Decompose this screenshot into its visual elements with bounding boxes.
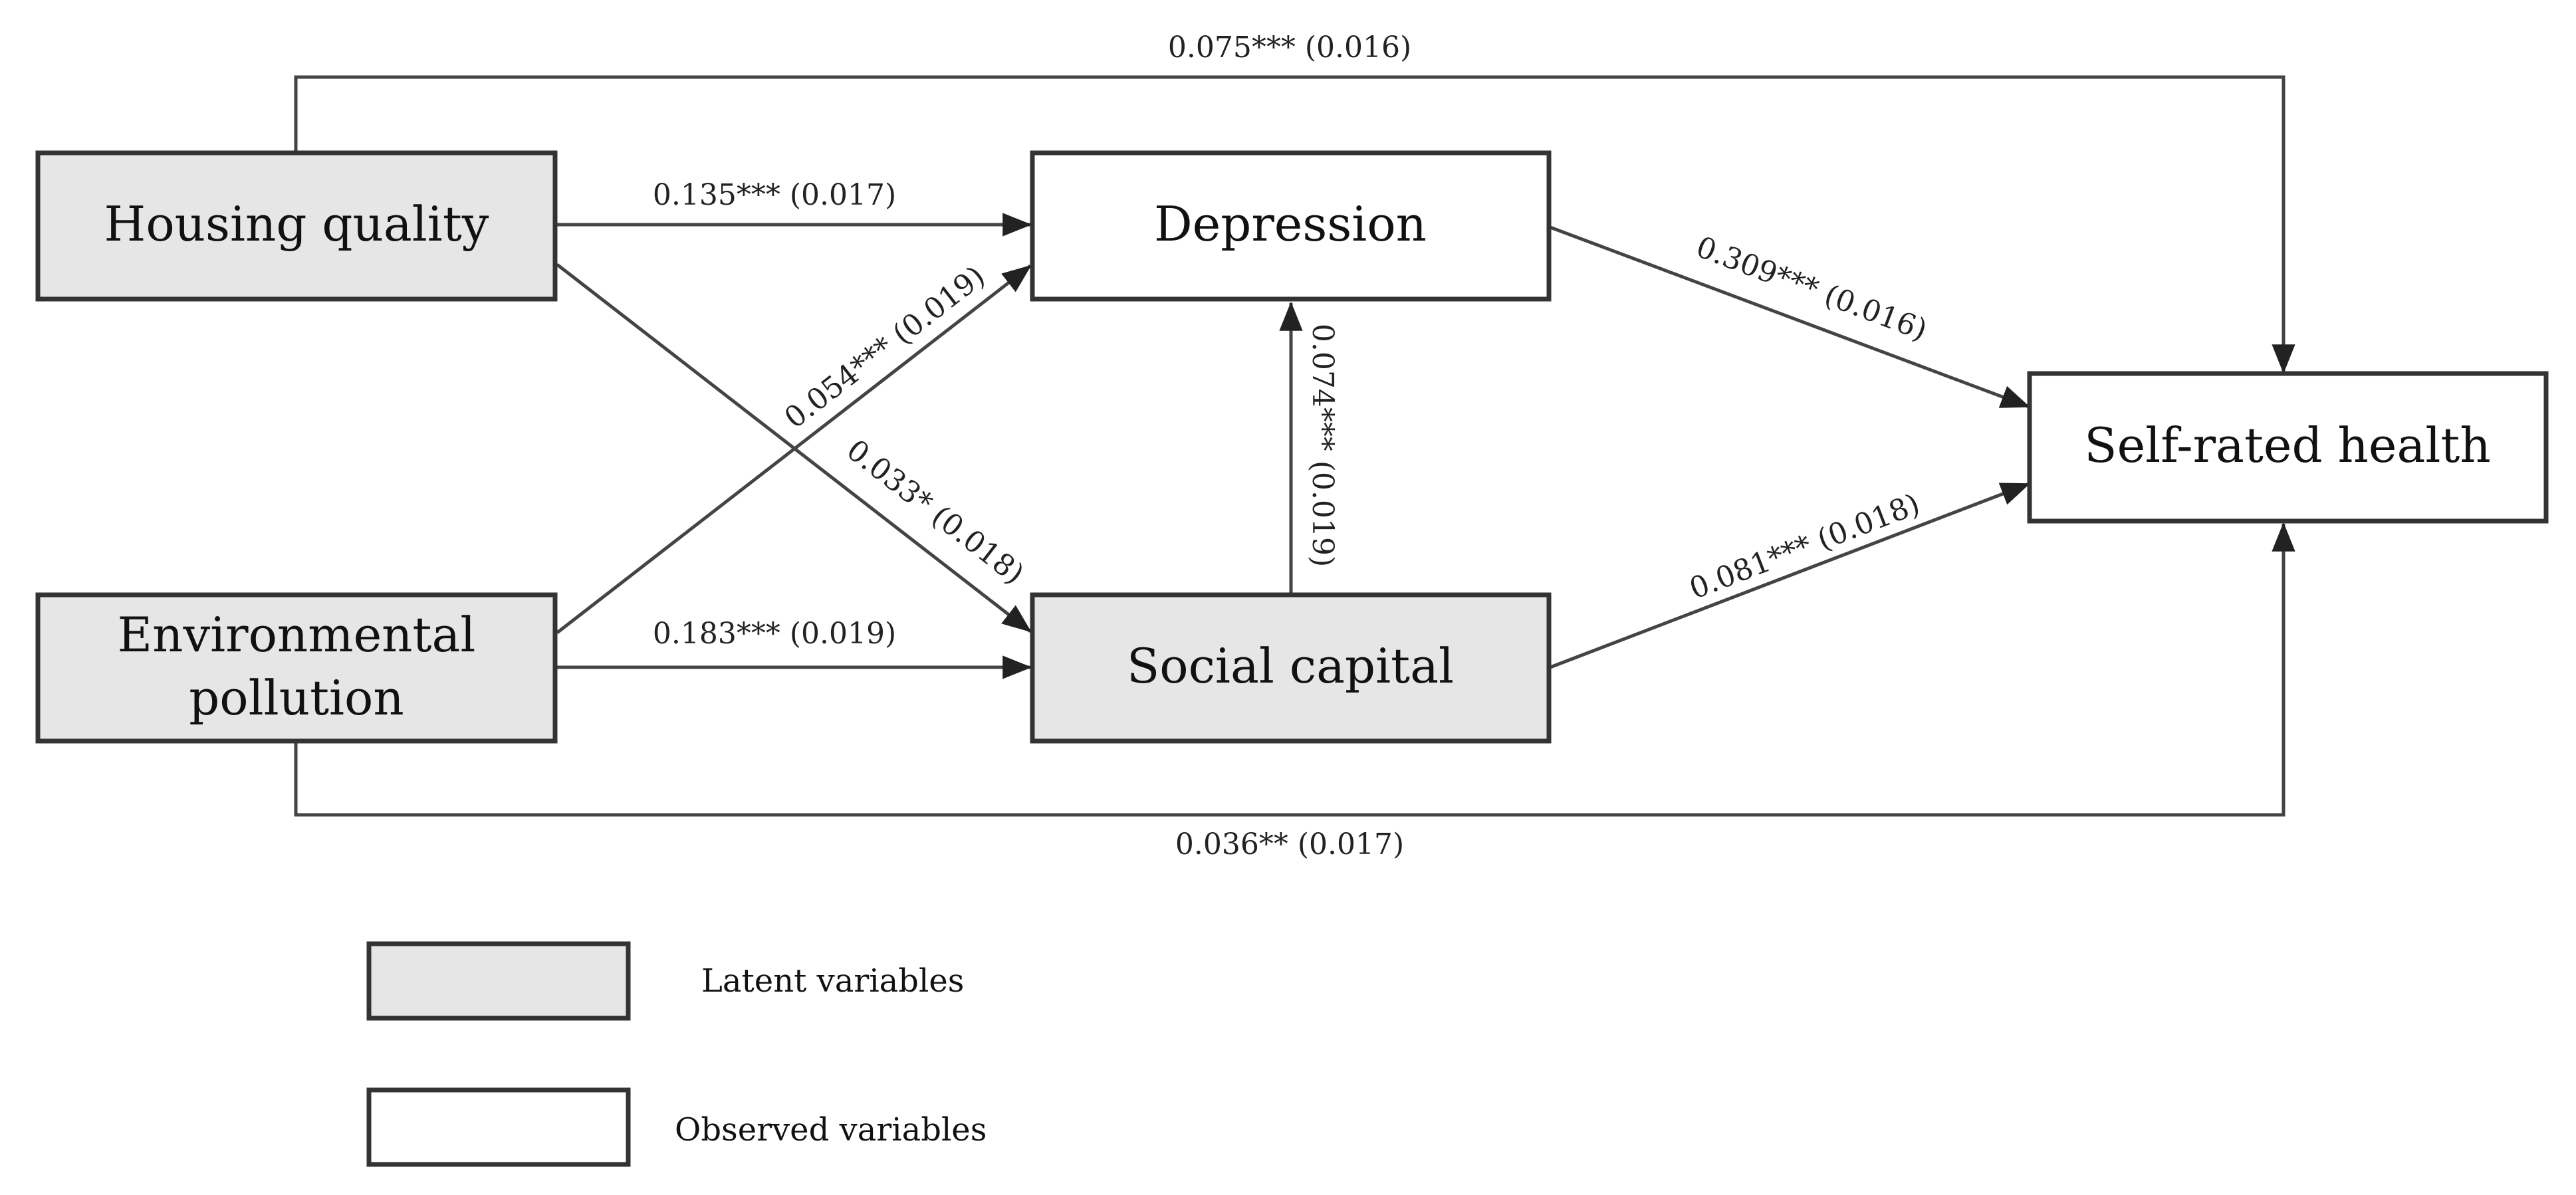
node-self-rated-health-label: Self-rated health (2084, 417, 2490, 473)
edge-label-social-to-health: 0.081*** (0.018) (1685, 487, 1925, 606)
legend-swatch-latent (366, 941, 631, 1021)
edge-pollution-to-health (294, 522, 2295, 817)
edge-depression-to-health (1550, 225, 2031, 409)
legend-item-latent: Latent variables (366, 941, 964, 1021)
edge-label-depression-to-health: 0.309*** (0.016) (1692, 230, 1932, 348)
legend-label-observed: Observed variables (675, 1111, 987, 1148)
edge-label-housing-to-depression: 0.135*** (0.017) (653, 178, 896, 212)
node-environmental-pollution-line1: Environmental (118, 607, 476, 663)
node-environmental-pollution: Environmental pollution (35, 592, 558, 744)
edge-social-to-health (1550, 482, 2031, 669)
node-depression: Depression (1030, 150, 1552, 302)
edge-label-housing-to-social: 0.033* (0.018) (840, 433, 1030, 592)
edge-label-pollution-to-health: 0.036** (0.017) (1175, 827, 1404, 861)
legend-item-observed: Observed variables (366, 1087, 987, 1167)
node-depression-label: Depression (1154, 196, 1427, 252)
node-social-capital-label: Social capital (1127, 638, 1454, 694)
node-social-capital: Social capital (1030, 592, 1552, 744)
edge-label-pollution-to-depression: 0.054*** (0.019) (778, 259, 992, 435)
edge-housing-to-social (556, 263, 1032, 633)
edge-label-housing-to-health: 0.075*** (0.016) (1168, 31, 1411, 64)
node-housing-quality-label: Housing quality (104, 196, 489, 252)
legend-label-latent: Latent variables (701, 962, 964, 1000)
node-self-rated-health: Self-rated health (2027, 371, 2549, 524)
edge-label-pollution-to-social: 0.183*** (0.019) (653, 617, 896, 651)
legend: Latent variables Observed variables (366, 941, 987, 1167)
edge-label-social-to-depression: 0.074*** (0.019) (1306, 324, 1340, 567)
node-environmental-pollution-line2: pollution (189, 670, 404, 726)
edge-housing-to-health (294, 75, 2295, 374)
node-housing-quality: Housing quality (35, 150, 558, 302)
legend-swatch-observed (366, 1087, 631, 1167)
